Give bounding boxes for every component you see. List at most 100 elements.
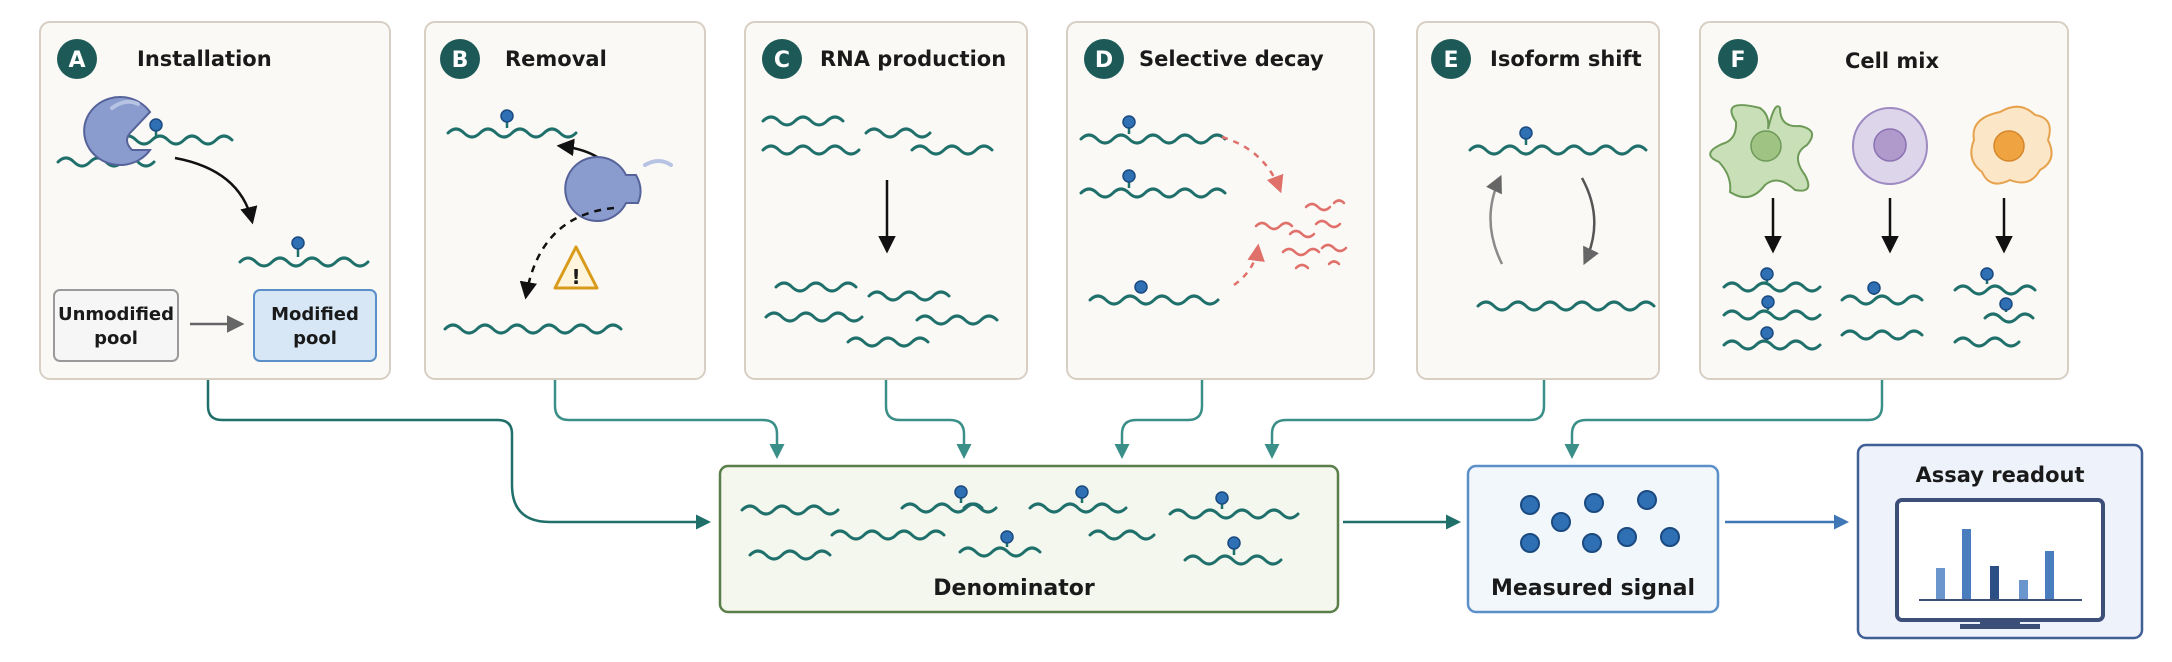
- modification-site-icon: [1760, 326, 1774, 340]
- rna-strand: [1953, 284, 2037, 296]
- rna-strand: [915, 314, 999, 326]
- rna-strand: [1028, 502, 1128, 514]
- panel-letter: C: [774, 48, 790, 73]
- modification-site-icon: [1519, 126, 1533, 145]
- modification-site-icon: [1999, 297, 2013, 312]
- warning-icon: !: [553, 245, 599, 290]
- panel-title: Installation: [137, 47, 272, 71]
- measured-signal-box: Measured signal: [1466, 464, 1720, 614]
- panel-letter: E: [1443, 48, 1458, 73]
- rna-strand: [1983, 312, 2035, 324]
- assay-readout-box: Assay readout: [1856, 443, 2144, 640]
- rna-strand: [1468, 144, 1648, 156]
- rna-strand: [1183, 554, 1283, 566]
- rna-strand: [774, 281, 858, 293]
- panel-b-content: !: [443, 109, 673, 335]
- modification-site-icon: [1227, 536, 1241, 555]
- rna-strand: [958, 546, 1042, 558]
- rna-strand: [1088, 529, 1156, 541]
- panel-letter: F: [1730, 48, 1745, 73]
- panel-f-content: [1709, 104, 2053, 351]
- panel-c-header: C RNA production: [762, 39, 1006, 79]
- panel-f: [1699, 21, 2069, 380]
- denominator-box: Denominator: [718, 464, 1340, 614]
- rna-strand: [740, 504, 840, 516]
- rna-strand: [1722, 309, 1822, 321]
- panel-letter: B: [452, 48, 469, 73]
- panel-title: Cell mix: [1845, 49, 1939, 73]
- modification-site-icon: [954, 485, 968, 503]
- rna-strand: [1840, 294, 1924, 306]
- modification-site-icon: [500, 109, 514, 128]
- modification-site-icon: [1075, 485, 1089, 503]
- denominator-label: Denominator: [933, 576, 1095, 601]
- panel-title: Removal: [505, 47, 607, 71]
- pool-label-line: Modified: [271, 304, 359, 325]
- removal-dashed-arrow: [519, 206, 615, 300]
- connector-b-denominator: [553, 380, 785, 459]
- readout-title: Assay readout: [1916, 463, 2085, 487]
- round-cell-icon: [1852, 107, 1928, 185]
- rna-strand: [1079, 187, 1227, 199]
- panel-e: [1416, 21, 1660, 380]
- rna-strand: [1953, 336, 2021, 348]
- modification-site-icon: [149, 118, 163, 137]
- rna-strand: [761, 115, 845, 127]
- enzyme-icon: [564, 156, 673, 222]
- rna-strand: [761, 144, 861, 156]
- rna-strand: [1168, 508, 1300, 520]
- modification-site-icon: [1134, 280, 1148, 294]
- connector-c-denominator: [884, 380, 972, 459]
- installation-arrow: [174, 156, 258, 225]
- signal-dots: [1520, 490, 1680, 553]
- decayed-fragments: [1254, 199, 1348, 270]
- enzyme-icon: [83, 96, 152, 166]
- panel-e-content: [1468, 126, 1656, 312]
- panel-title: Isoform shift: [1490, 47, 1642, 71]
- rna-strand: [443, 323, 623, 335]
- panel-b-header: B Removal: [440, 39, 607, 79]
- measured-signal-label: Measured signal: [1491, 576, 1695, 601]
- rna-strand: [867, 290, 951, 302]
- modification-site-icon: [1980, 267, 1994, 284]
- rna-strand: [1722, 281, 1822, 293]
- rna-strand: [1840, 329, 1924, 341]
- monitor-icon: [1895, 498, 2105, 629]
- connector-f-measured: [1564, 380, 1884, 459]
- isoform-arrow-up: [1486, 174, 1504, 265]
- fried-cell-icon: [1970, 105, 2053, 185]
- rna-strand: [846, 336, 930, 348]
- modification-site-icon: [1215, 491, 1229, 509]
- decay-arrow: [1221, 135, 1284, 194]
- rna-strand: [1722, 339, 1822, 351]
- connector-d-denominator: [1114, 380, 1204, 459]
- modified-pool-box: Modified pool: [253, 289, 377, 362]
- panel-a-content: Unmodified pool Modified pool: [53, 96, 377, 362]
- connector-a-denominator: [206, 380, 711, 530]
- panel-letter: A: [68, 48, 85, 73]
- panel-c-content: [761, 115, 999, 348]
- rna-strand: [1088, 294, 1220, 306]
- isoform-arrow-down: [1580, 177, 1599, 266]
- panel-a-header: A Installation: [57, 39, 272, 79]
- modification-site-icon: [1761, 295, 1775, 310]
- panel-d-content: [1079, 115, 1348, 306]
- unmodified-pool-box: Unmodified pool: [53, 289, 179, 362]
- modification-site-icon: [1122, 115, 1136, 134]
- panel-f-header: F Cell mix: [1718, 39, 1939, 79]
- pool-label-line: Unmodified: [58, 304, 174, 325]
- modification-site-icon: [1867, 281, 1881, 295]
- modification-site-icon: [1000, 530, 1014, 547]
- rna-strand: [238, 256, 370, 268]
- modification-site-icon: [1760, 267, 1774, 282]
- rna-strand: [864, 127, 932, 139]
- rna-strand: [910, 144, 994, 156]
- panel-title: Selective decay: [1139, 47, 1324, 71]
- rna-strand: [830, 529, 946, 541]
- pool-label-line: pool: [293, 328, 337, 349]
- rna-strand: [118, 134, 234, 146]
- modification-site-icon: [291, 236, 305, 257]
- panel-e-header: E Isoform shift: [1431, 39, 1642, 79]
- panel-letter: D: [1095, 48, 1113, 73]
